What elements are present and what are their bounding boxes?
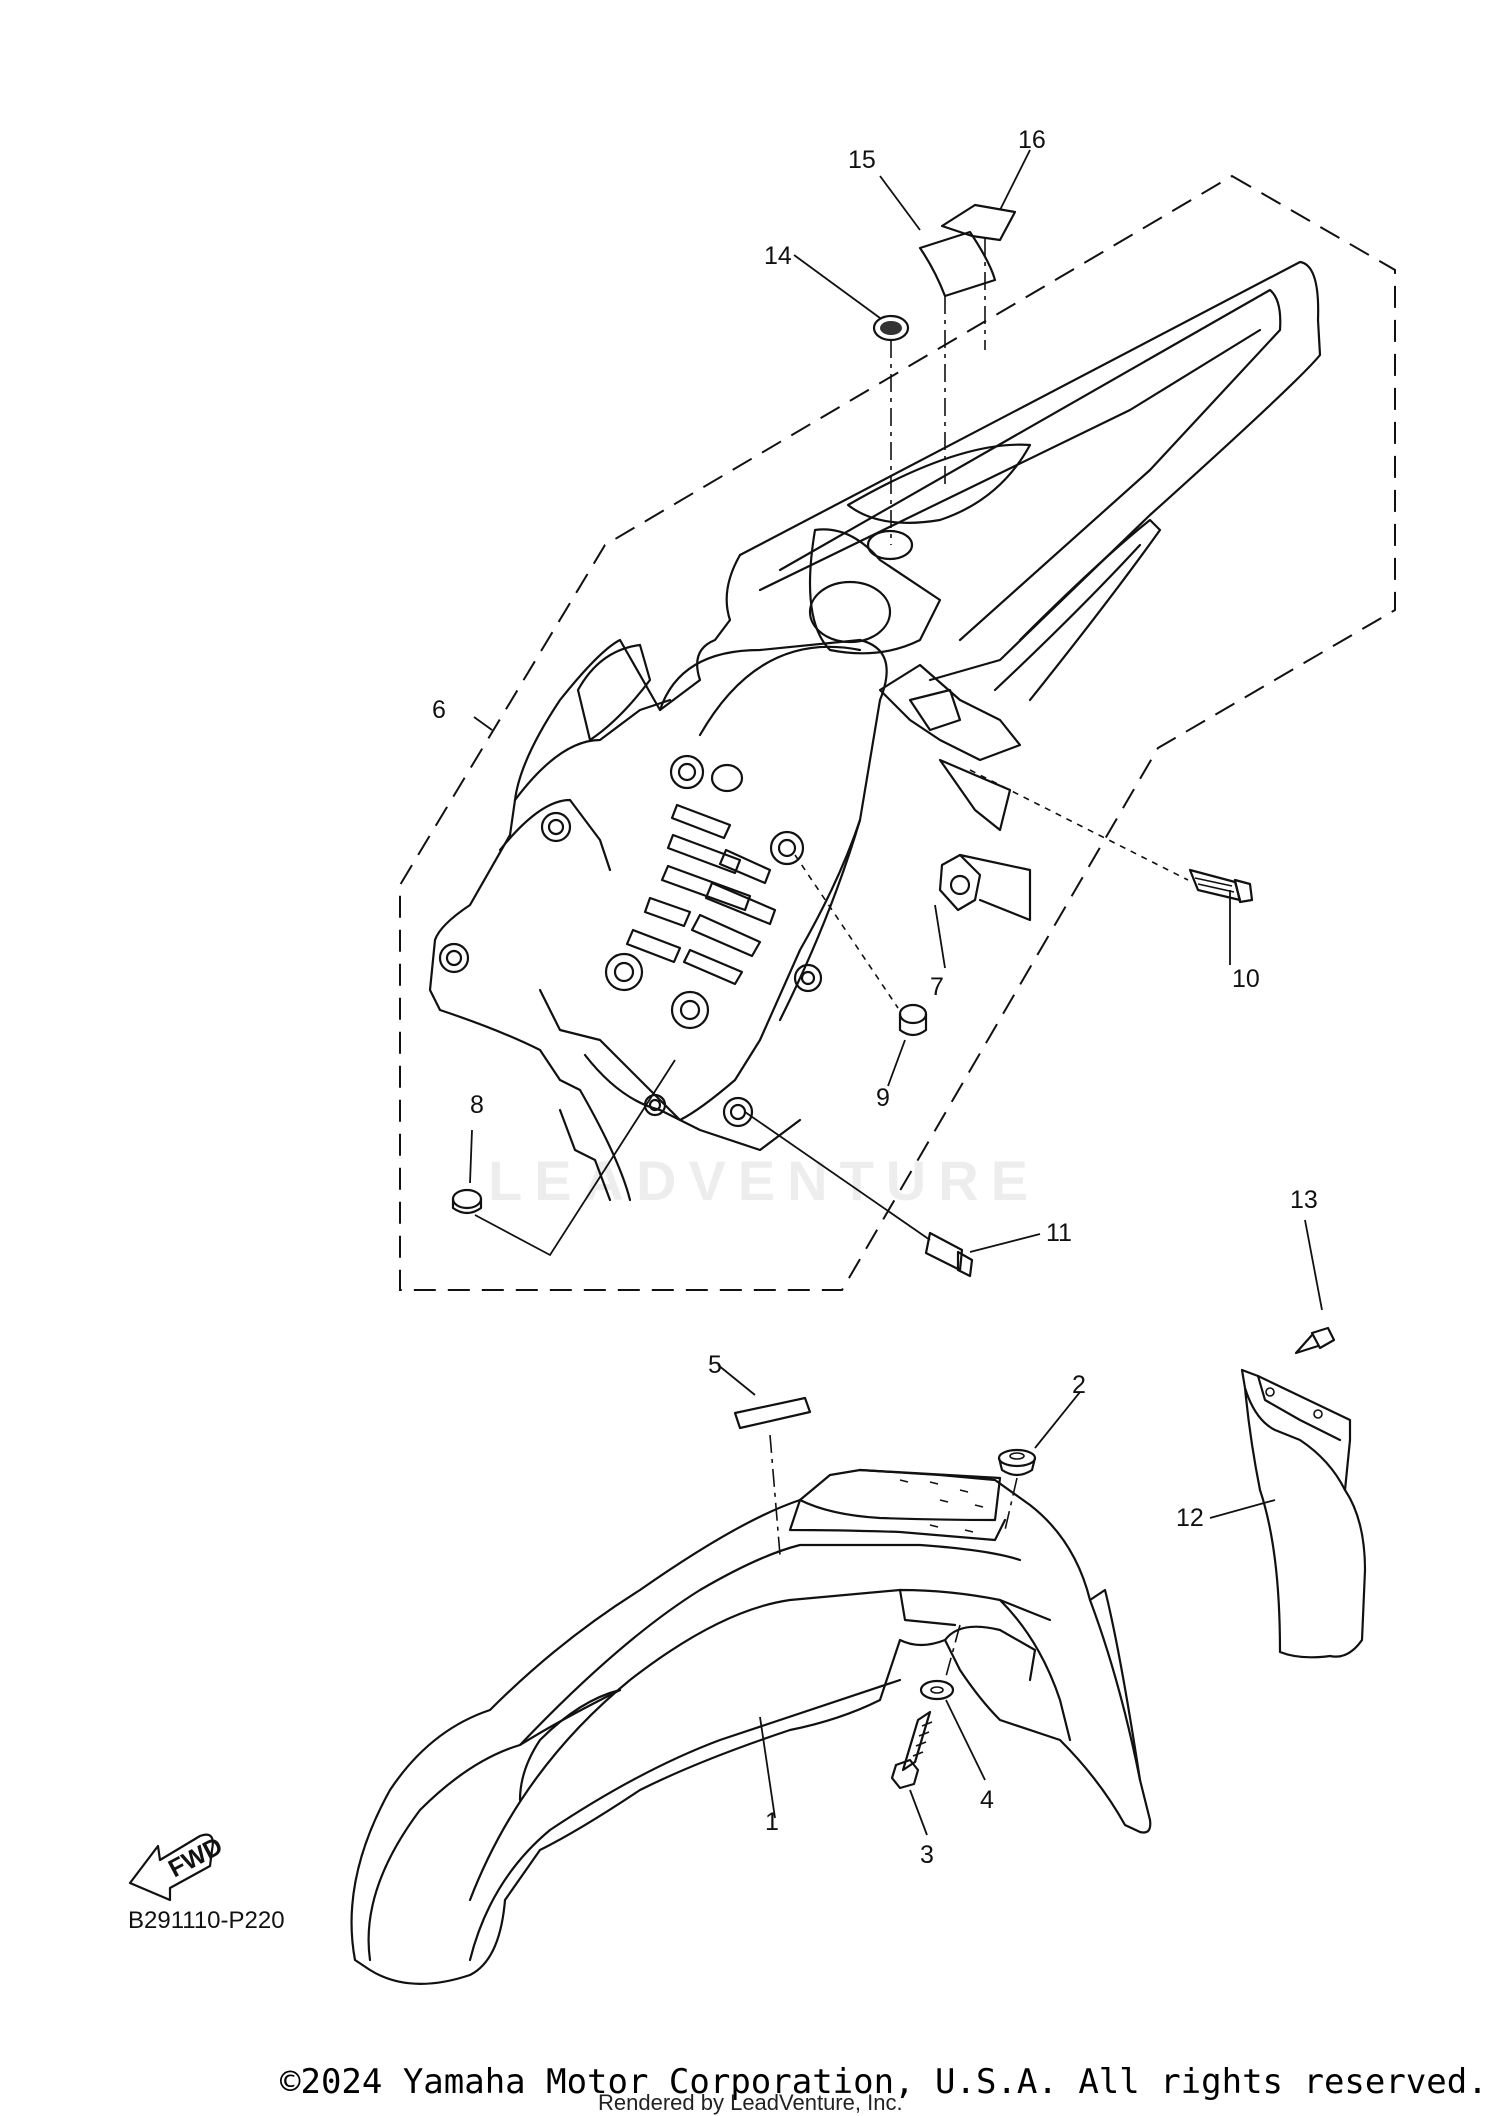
- grommet-9: [898, 1003, 928, 1037]
- collar-2: [997, 1448, 1037, 1477]
- decal-16: [940, 203, 1017, 242]
- screw-13: [1294, 1326, 1336, 1355]
- watermark: LEADVENTURE: [488, 1149, 1041, 1212]
- emblem-14: [872, 314, 910, 342]
- leader-lines: [469, 238, 1323, 1836]
- callout-11: 11: [1046, 1219, 1072, 1247]
- callout-6: 6: [432, 696, 446, 724]
- fwd-arrow-icon: FWD: [128, 1832, 227, 1902]
- mudguard-12: [1240, 1368, 1367, 1659]
- bolt-3: [890, 1710, 933, 1790]
- rear-fender-assembly-boundary: [399, 174, 1396, 1291]
- callout-3: 3: [920, 1841, 934, 1869]
- callout-7: 7: [930, 973, 944, 1001]
- callout-13: 13: [1290, 1186, 1318, 1214]
- washer-4: [919, 1679, 955, 1701]
- bolt-10: [1188, 868, 1254, 904]
- decal-5: [733, 1396, 812, 1430]
- rendered-by: Rendered by LeadVenture, Inc.: [598, 2090, 903, 2115]
- callout-labels: 1 2 3 4 5 6 7 8 9 10 11 12 13 14 15 16: [432, 126, 1318, 1869]
- callout-4: 4: [980, 1786, 994, 1814]
- callout-16: 16: [1018, 126, 1046, 154]
- vent-slats: [625, 803, 777, 986]
- decal-15: [918, 230, 997, 298]
- callout-stubs: [793, 149, 1031, 319]
- grommet-8: [451, 1188, 483, 1215]
- copyright-notice: ©2024 Yamaha Motor Corporation, U.S.A. A…: [280, 2062, 1488, 2102]
- bolt-11: [924, 1231, 974, 1278]
- clip-nut: [938, 853, 1032, 922]
- rear-fender: [428, 260, 1322, 1202]
- callout-1: 1: [765, 1808, 779, 1836]
- callout-9: 9: [876, 1084, 890, 1112]
- diagram-code: B291110-P220: [128, 1907, 285, 1934]
- callout-2: 2: [1072, 1371, 1086, 1399]
- callout-5: 5: [708, 1351, 722, 1379]
- callout-10: 10: [1232, 965, 1260, 993]
- callout-15: 15: [848, 146, 876, 174]
- callout-14: 14: [764, 242, 792, 270]
- callout-8: 8: [470, 1091, 484, 1119]
- callout-12: 12: [1176, 1504, 1204, 1532]
- front-fender: [350, 1468, 1152, 1985]
